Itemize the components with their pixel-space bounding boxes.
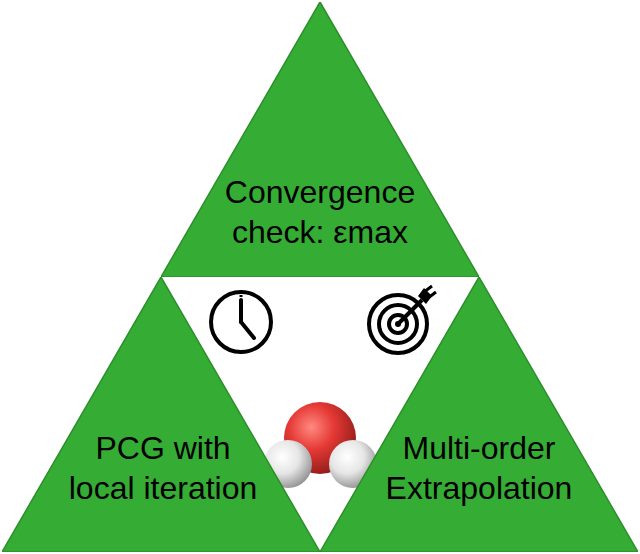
triangle-block: Multi-order Extrapolation [320,277,638,552]
triangle-block: PCG with local iteration [2,277,320,552]
triangle-shape [320,277,638,552]
water-molecule [264,402,377,488]
block-label: PCG with local iteration [63,428,263,508]
clock-icon [211,292,271,352]
block-label: Multi-order Extrapolation [379,428,579,508]
target-icon [369,286,436,353]
triangle-shape [2,277,320,552]
block-label: Convergence check: εmax [220,172,420,252]
triangle-block: Convergence check: εmax [161,2,479,277]
